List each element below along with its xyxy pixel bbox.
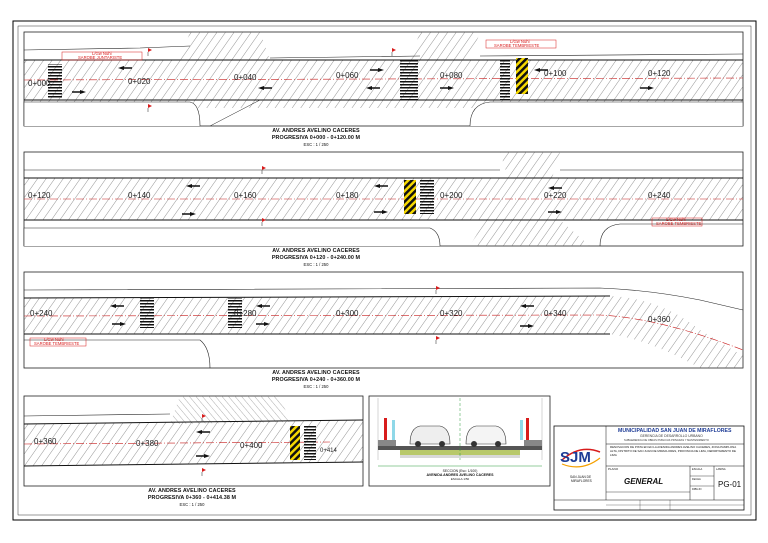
caption-range: PROGRESIVA 0+240 - 0+360.00 M bbox=[271, 376, 361, 383]
station-label: 0+220 bbox=[544, 191, 567, 200]
station-label: 0+040 bbox=[234, 73, 257, 82]
caption-title: AV. ANDRES AVELINO CACERES bbox=[272, 248, 360, 254]
station-label: 0+240 bbox=[30, 309, 53, 318]
field-label: ESCALA bbox=[692, 467, 703, 471]
note-text: L/Gw Nuhi bbox=[510, 39, 530, 44]
station-label: 0+140 bbox=[128, 191, 151, 200]
caption-range: PROGRESIVA 0+000 - 0+120.00 M bbox=[271, 134, 361, 141]
panel-4-caption: AV. ANDRES AVELINO CACERES PROGRESIVA 0+… bbox=[92, 488, 292, 507]
note-text: SAROBE TEMBRIESTE bbox=[34, 341, 80, 346]
station-label: 0+300 bbox=[336, 309, 359, 318]
note-text: SAROBE JUNTARISTE bbox=[78, 55, 122, 60]
station-label: 0+280 bbox=[234, 309, 257, 318]
plan-notes: L/Gw Nuhi SAROBE JUNTARISTE L/Gw Nuhi SA… bbox=[34, 39, 702, 346]
plan-label: PLANO bbox=[608, 467, 619, 471]
section-caption: SECCION (Esc: 1/100) AVENIDA ANDRES AVEL… bbox=[390, 469, 530, 481]
subdepartment-name: SUBGERENCIA DE OBRAS PUBLICAS PRIVADAS Y… bbox=[624, 438, 709, 442]
station-label: 0+414 bbox=[320, 448, 338, 454]
station-label: 0+100 bbox=[544, 69, 567, 78]
logo-text: SJM bbox=[560, 449, 591, 466]
station-label: 0+360 bbox=[648, 315, 671, 324]
sheet-number: PG-01 bbox=[718, 480, 742, 489]
plan-panel-3 bbox=[23, 271, 744, 369]
station-label: 0+360 bbox=[34, 437, 57, 446]
section-caption-1: SECCION (Esc: 1/100) bbox=[442, 469, 478, 473]
plan-panel-4 bbox=[23, 395, 364, 487]
station-label: 0+080 bbox=[440, 71, 463, 80]
sheet-border bbox=[12, 20, 757, 521]
caption-title: AV. ANDRES AVELINO CACERES bbox=[272, 370, 360, 376]
caption-range: PROGRESIVA 0+360 - 0+414.38 M bbox=[147, 494, 237, 501]
section-caption-2: AVENIDA ANDRES AVELINO CACERES bbox=[426, 473, 494, 478]
station-label: 0+120 bbox=[28, 191, 51, 200]
station-label: 0+400 bbox=[240, 441, 263, 450]
title-block-text: SJM SAN JUAN DE MIRAFLORES MUNICIPALIDAD… bbox=[560, 428, 742, 491]
station-label: 0+240 bbox=[648, 191, 671, 200]
field-label: FECHA bbox=[692, 477, 701, 481]
station-label: 0+020 bbox=[128, 77, 151, 86]
station-label: 0+380 bbox=[136, 439, 159, 448]
panel-2-caption: AV. ANDRES AVELINO CACERES PROGRESIVA 0+… bbox=[216, 248, 416, 267]
cross-section bbox=[368, 395, 551, 487]
plan-panel-2 bbox=[23, 151, 744, 247]
station-label: 0+060 bbox=[336, 71, 359, 80]
section-caption-3: ESCALA 1/50 bbox=[450, 476, 470, 481]
station-label: 0+180 bbox=[336, 191, 359, 200]
caption-scale: ESC : 1 / 250 bbox=[179, 501, 205, 507]
note-text: L/Gw Nuhi bbox=[666, 217, 686, 222]
note-text: L/Gw Nuhi bbox=[44, 337, 64, 342]
plan-name: GENERAL bbox=[624, 477, 663, 486]
station-labels: 0+000 0+020 0+040 0+060 0+080 0+100 0+12… bbox=[28, 69, 671, 454]
project-description: RENOVACION DE PISTA EN EN LA AVENIDA AND… bbox=[610, 445, 736, 457]
plan-panel-1 bbox=[23, 31, 744, 127]
station-label: 0+120 bbox=[648, 69, 671, 78]
title-block bbox=[553, 425, 745, 511]
station-label: 0+160 bbox=[234, 191, 257, 200]
station-label: 0+200 bbox=[440, 191, 463, 200]
station-label: 0+320 bbox=[440, 309, 463, 318]
note-text: SAROBE TEMBRIESTE bbox=[656, 221, 702, 226]
caption-title: AV. ANDRES AVELINO CACERES bbox=[148, 488, 236, 494]
logo-subtitle: SAN JUAN DE bbox=[570, 475, 591, 479]
panel-1-caption: AV. ANDRES AVELINO CACERES PROGRESIVA 0+… bbox=[216, 128, 416, 147]
panel-3-caption: AV. ANDRES AVELINO CACERES PROGRESIVA 0+… bbox=[216, 370, 416, 389]
note-text: SAROBE TEMBRIESTE bbox=[494, 43, 540, 48]
sheet-inner-border bbox=[17, 25, 752, 516]
caption-scale: ESC : 1 / 250 bbox=[303, 141, 329, 147]
caption-range: PROGRESIVA 0+120 - 0+240.00 M bbox=[271, 254, 361, 261]
station-label: 0+340 bbox=[544, 309, 567, 318]
caption-title: AV. ANDRES AVELINO CACERES bbox=[272, 128, 360, 134]
caption-scale: ESC : 1 / 250 bbox=[303, 261, 329, 267]
station-label: 0+000 bbox=[28, 79, 51, 88]
caption-scale: ESC : 1 / 250 bbox=[303, 383, 329, 389]
field-label: DIBUJO bbox=[692, 487, 702, 491]
logo-subtitle: MIRAFLORES bbox=[571, 479, 592, 483]
note-text: L/Gw Nuhi bbox=[92, 51, 112, 56]
department-name: GERENCIA DE DESARROLLO URBANO bbox=[640, 434, 703, 438]
municipality-name: MUNICIPALIDAD SAN JUAN DE MIRAFLORES bbox=[618, 428, 732, 434]
field-label: LAMINA bbox=[716, 467, 726, 471]
